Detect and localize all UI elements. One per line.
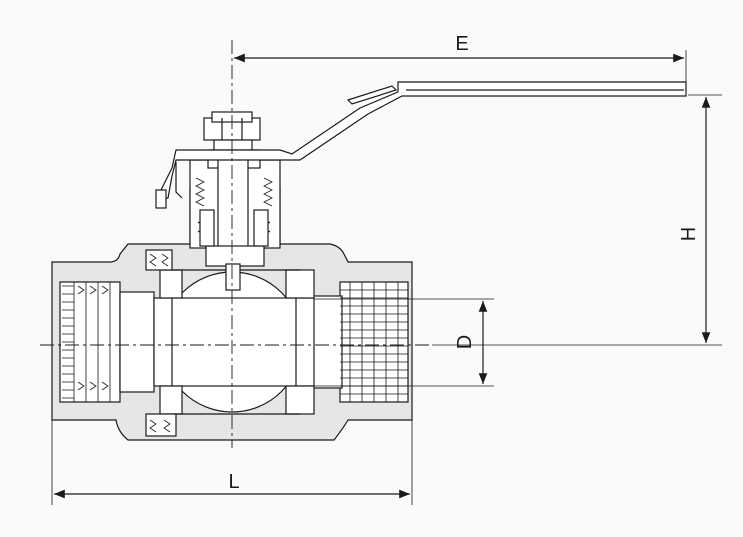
end-cap-threads (145, 249, 177, 437)
seats (159, 269, 315, 415)
dimension-h: H (432, 94, 722, 346)
dim-label-e: E (455, 33, 468, 55)
dim-label-d: D (454, 335, 476, 349)
dimension-e: E (234, 33, 687, 82)
handle-lever (155, 81, 687, 209)
center-lines (40, 40, 432, 448)
dimension-l: L (51, 420, 413, 505)
left-threaded-port (59, 281, 155, 403)
stem-assembly (189, 147, 281, 291)
right-threaded-port (311, 281, 409, 403)
dimension-d: D (314, 298, 494, 387)
dim-label-l: L (228, 471, 239, 493)
dim-label-h: H (678, 227, 700, 241)
